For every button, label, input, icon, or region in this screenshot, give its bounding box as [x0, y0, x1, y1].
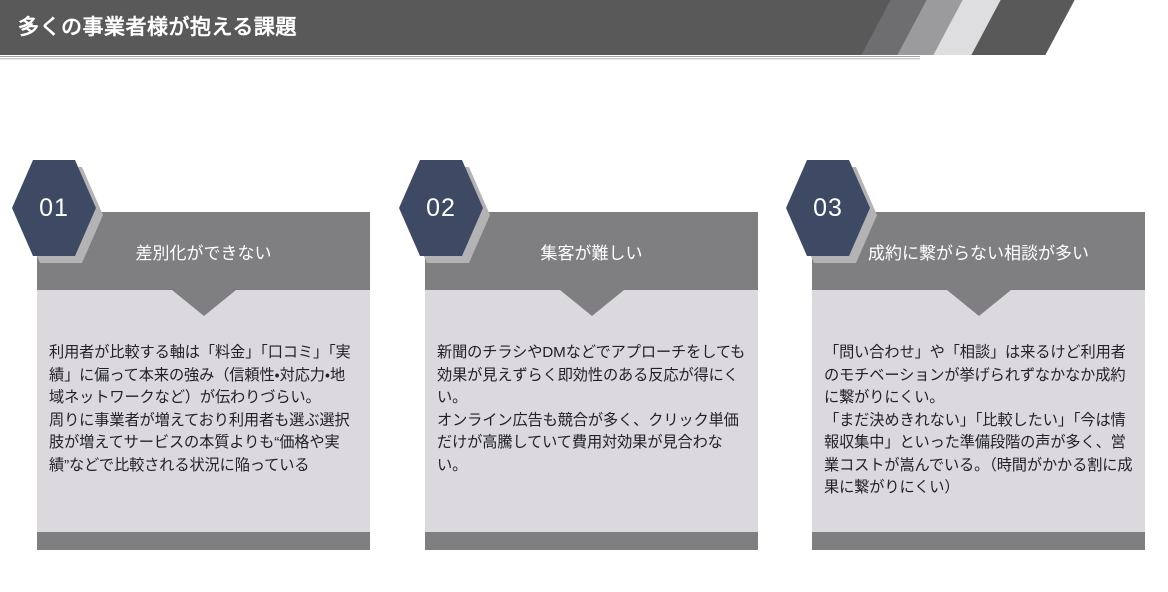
card-footer-bar [425, 532, 758, 550]
page-title: 多くの事業者様が抱える課題 [18, 16, 297, 39]
card-body-text: 利用者が比較する軸は「料金」「口コミ」「実績」に偏って本来の強み（信頼性・対応力… [49, 344, 351, 474]
card-footer-bar [37, 532, 370, 550]
header-underline-rule [0, 55, 920, 62]
header-background [0, 0, 920, 55]
card-body-text: 「問い合わせ」や「相談」は来るけど利用者のモチベーションが挙げられずなかなか成約… [824, 344, 1133, 496]
card-notch-triangle-icon [946, 290, 1011, 316]
card-notch-triangle-icon [559, 290, 624, 316]
card-body: 新聞のチラシやDMなどでアプローチをしても効果が見えずらく即効性のある反応が得に… [425, 290, 758, 532]
card-body: 「問い合わせ」や「相談」は来るけど利用者のモチベーションが挙げられずなかなか成約… [812, 290, 1145, 532]
hexagon-shape-icon [786, 160, 870, 256]
card-number-label: 03 [813, 193, 843, 222]
card-number-badge-3: 03 [786, 160, 877, 263]
card-title: 成約に繋がらない相談が多い [868, 243, 1089, 263]
card-title: 集客が難しい [540, 243, 643, 263]
problem-card-1: 差別化ができない 利用者が比較する軸は「料金」「口コミ」「実績」に偏って本来の強… [37, 212, 370, 550]
card-notch-triangle-icon [171, 290, 236, 316]
problem-card-3: 成約に繋がらない相談が多い 「問い合わせ」や「相談」は来るけど利用者のモチベーシ… [812, 212, 1145, 550]
card-number-label: 01 [39, 193, 69, 222]
card-title: 差別化ができない [135, 243, 272, 263]
card-body-text: 新聞のチラシやDMなどでアプローチをしても効果が見えずらく即効性のある反応が得に… [437, 344, 746, 474]
card-number-badge-1: 01 [12, 160, 103, 263]
header-diagonal-stripes-decoration [803, 0, 1168, 55]
card-number-label: 02 [426, 193, 456, 222]
hexagon-shape-icon [12, 160, 96, 256]
slide-header: 多くの事業者様が抱える課題 [0, 0, 1168, 55]
card-body: 利用者が比較する軸は「料金」「口コミ」「実績」に偏って本来の強み（信頼性・対応力… [37, 290, 370, 532]
problem-card-2: 集客が難しい 新聞のチラシやDMなどでアプローチをしても効果が見えずらく即効性の… [425, 212, 758, 550]
hexagon-shape-icon [399, 160, 483, 256]
card-number-badge-2: 02 [399, 160, 490, 263]
card-footer-bar [812, 532, 1145, 550]
